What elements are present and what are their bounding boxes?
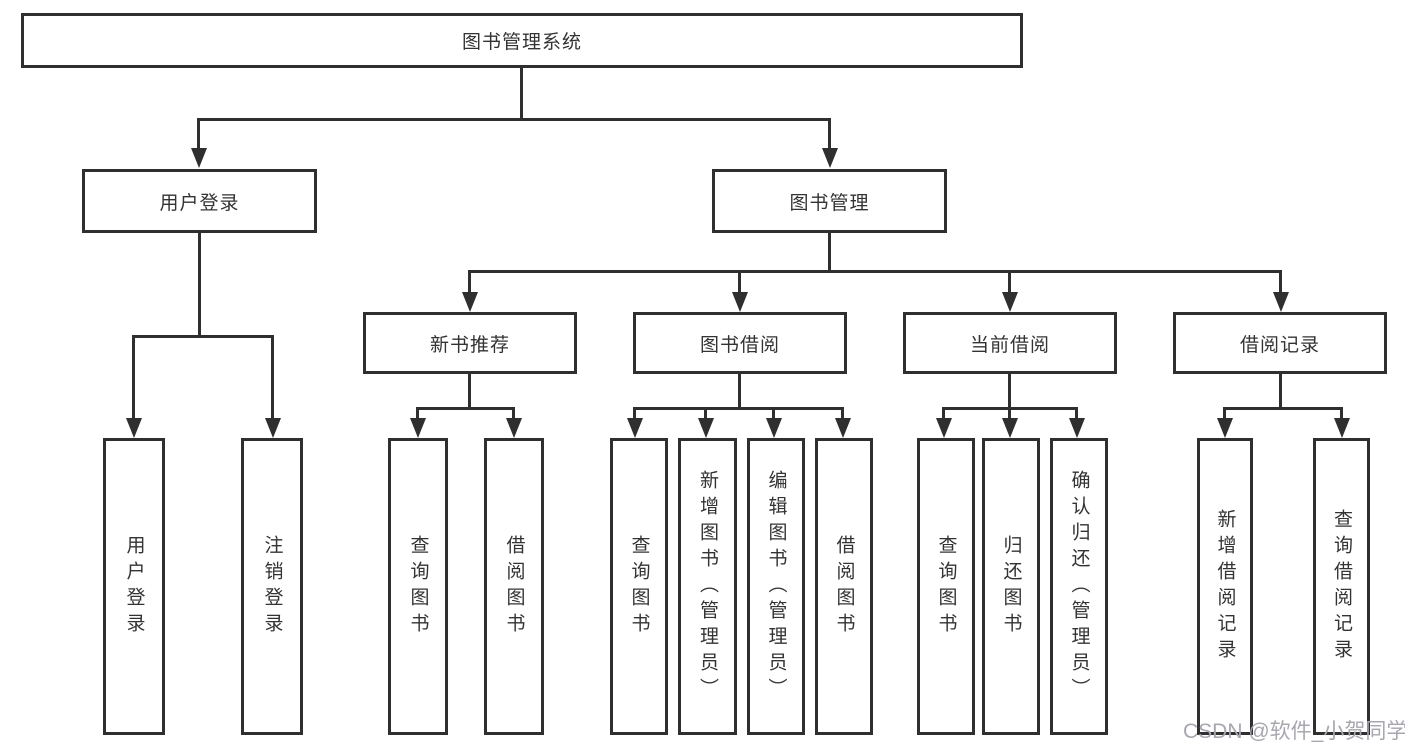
- leaf-query-borrow-record-label: 查询借阅记录: [1331, 508, 1352, 665]
- leaf-user-login: 用户登录: [103, 438, 165, 735]
- arrowhead-icon: [1002, 292, 1018, 312]
- line-segment: [1075, 407, 1078, 421]
- line-segment: [1223, 407, 1226, 421]
- node-new-book-recommend-label: 新书推荐: [429, 334, 510, 356]
- line-segment: [197, 118, 200, 152]
- arrowhead-icon: [1273, 292, 1289, 312]
- arrowhead-icon: [936, 418, 952, 438]
- leaf-confirm-return-admin: 确认归还（管理员）: [1050, 438, 1108, 735]
- line-segment: [416, 407, 515, 410]
- arrowhead-icon: [410, 418, 426, 438]
- line-segment: [197, 118, 831, 121]
- line-segment: [198, 233, 201, 338]
- leaf-add-books-admin-label: 新增图书（管理员）: [697, 469, 718, 704]
- line-segment: [633, 407, 636, 421]
- line-segment: [132, 335, 135, 421]
- leaf-borrow-books-label: 借阅图书: [833, 534, 855, 639]
- leaf-edit-books-admin: 编辑图书（管理员）: [747, 438, 805, 735]
- leaf-query-books-current-label: 查询图书: [935, 534, 957, 639]
- arrowhead-icon: [732, 292, 748, 312]
- node-root: 图书管理系统: [21, 13, 1023, 68]
- leaf-borrow-books-recommend: 借阅图书: [484, 438, 544, 735]
- leaf-query-borrow-record: 查询借阅记录: [1313, 438, 1370, 735]
- line-segment: [841, 407, 844, 421]
- node-user-login-label: 用户登录: [159, 192, 240, 214]
- arrowhead-icon: [627, 418, 643, 438]
- line-segment: [772, 407, 775, 421]
- line-segment: [1223, 407, 1343, 410]
- leaf-query-books-current: 查询图书: [917, 438, 975, 735]
- leaf-edit-books-admin-label: 编辑图书（管理员）: [765, 469, 787, 704]
- leaf-query-books-recommend-label: 查询图书: [407, 534, 429, 639]
- line-segment: [1340, 407, 1343, 421]
- arrowhead-icon: [766, 418, 782, 438]
- line-segment: [1279, 270, 1282, 294]
- line-segment: [468, 270, 471, 294]
- leaf-logout: 注销登录: [241, 438, 303, 735]
- line-segment: [1008, 270, 1011, 294]
- line-segment: [468, 374, 471, 410]
- line-segment: [704, 407, 707, 421]
- arrowhead-icon: [191, 148, 207, 168]
- leaf-add-books-admin: 新增图书（管理员）: [678, 438, 737, 735]
- line-segment: [468, 270, 1282, 273]
- leaf-return-books-label: 归还图书: [1000, 534, 1022, 639]
- leaf-borrow-books: 借阅图书: [815, 438, 873, 735]
- line-segment: [271, 335, 274, 421]
- arrowhead-icon: [126, 418, 142, 438]
- arrowhead-icon: [1002, 418, 1018, 438]
- node-book-management: 图书管理: [712, 169, 947, 233]
- line-segment: [828, 118, 831, 152]
- leaf-confirm-return-admin-label: 确认归还（管理员）: [1068, 469, 1090, 704]
- leaf-query-books-recommend: 查询图书: [388, 438, 448, 735]
- line-segment: [512, 407, 515, 421]
- line-segment: [1279, 374, 1282, 410]
- leaf-add-borrow-record-label: 新增借阅记录: [1214, 508, 1236, 665]
- line-segment: [828, 233, 831, 273]
- arrowhead-icon: [462, 292, 478, 312]
- leaf-query-books-borrow-label: 查询图书: [628, 534, 650, 639]
- arrowhead-icon: [1217, 418, 1233, 438]
- line-segment: [520, 68, 523, 120]
- node-current-borrow: 当前借阅: [903, 312, 1117, 374]
- leaf-borrow-books-recommend-label: 借阅图书: [503, 534, 525, 639]
- csdn-watermark: CSDN @软件_小贺同学: [1183, 720, 1405, 743]
- arrowhead-icon: [506, 418, 522, 438]
- arrowhead-icon: [1334, 418, 1350, 438]
- leaf-user-login-label: 用户登录: [123, 534, 145, 639]
- node-new-book-recommend: 新书推荐: [363, 312, 577, 374]
- leaf-logout-label: 注销登录: [261, 534, 283, 639]
- line-segment: [942, 407, 945, 421]
- node-borrow-records: 借阅记录: [1173, 312, 1387, 374]
- leaf-return-books: 归还图书: [982, 438, 1040, 735]
- arrowhead-icon: [822, 148, 838, 168]
- node-book-borrow: 图书借阅: [633, 312, 847, 374]
- node-current-borrow-label: 当前借阅: [969, 334, 1050, 356]
- leaf-query-books-borrow: 查询图书: [610, 438, 668, 735]
- arrowhead-icon: [1069, 418, 1085, 438]
- line-segment: [1008, 407, 1011, 421]
- arrowhead-icon: [835, 418, 851, 438]
- line-segment: [416, 407, 419, 421]
- node-user-login: 用户登录: [82, 169, 317, 233]
- arrowhead-icon: [698, 418, 714, 438]
- arrowhead-icon: [265, 418, 281, 438]
- node-borrow-records-label: 借阅记录: [1239, 334, 1320, 356]
- leaf-add-borrow-record: 新增借阅记录: [1197, 438, 1253, 735]
- node-book-management-label: 图书管理: [789, 192, 870, 214]
- line-segment: [132, 335, 274, 338]
- node-book-borrow-label: 图书借阅: [699, 334, 780, 356]
- line-segment: [738, 270, 741, 294]
- line-segment: [1008, 374, 1011, 410]
- node-root-label: 图书管理系统: [461, 32, 582, 53]
- line-segment: [633, 407, 844, 410]
- line-segment: [738, 374, 741, 410]
